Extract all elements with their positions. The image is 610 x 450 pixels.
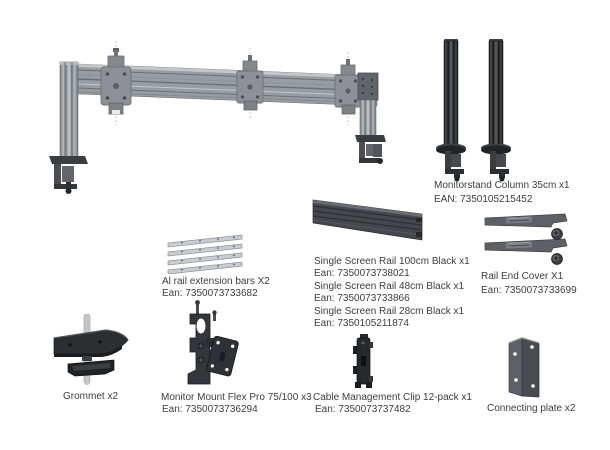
single-screen-rail-28-label: Single Screen Rail 28cm Black x1 xyxy=(314,306,465,317)
right-connector-plate xyxy=(357,72,379,101)
rail-end-cover-ean: Ean: 7350073733699 xyxy=(481,285,577,296)
single-screen-rail-100-label: Single Screen Rail 100cm Black x1 xyxy=(314,256,470,267)
monitor-mount-flex-image xyxy=(187,300,239,385)
cable-management-clip-image xyxy=(353,334,373,388)
single-screen-rail-48-ean: Ean: 7350073733866 xyxy=(314,293,410,304)
silver-bars xyxy=(167,234,243,274)
connecting-plate-label: Connecting plate x2 xyxy=(487,403,576,414)
monitorstand-column-ean: EAN: 7350105215452 xyxy=(434,194,533,205)
monitor-mount-flex-ean: Ean: 7350073736294 xyxy=(162,404,258,415)
right-desk-clamp xyxy=(355,135,386,164)
column-b xyxy=(481,39,511,182)
main-assembly-image xyxy=(49,41,386,194)
right-column xyxy=(359,99,377,137)
rail-end-cover-label: Rail End Cover X1 xyxy=(481,271,564,282)
cover-1 xyxy=(484,213,568,228)
al-rail-extension-ean: Ean: 7350073733682 xyxy=(162,288,258,299)
cable-clip-label: Cable Management Clip 12-pack x1 xyxy=(313,392,472,403)
screw-1 xyxy=(551,228,563,240)
screw-2 xyxy=(551,253,563,265)
vesa-mount-3 xyxy=(334,59,362,115)
grommet-image xyxy=(53,314,129,385)
column-a xyxy=(436,39,466,182)
single-screen-rail-28-ean: Ean: 7350105211874 xyxy=(314,318,409,329)
connecting-plate-image xyxy=(508,337,540,398)
vesa-mount-2 xyxy=(236,55,264,111)
rail-end-cover-image xyxy=(484,213,568,265)
al-rail-extension-bars-image xyxy=(167,234,243,274)
vesa-mount-1 xyxy=(100,48,132,115)
cover-2 xyxy=(484,238,568,253)
left-desk-clamp xyxy=(49,156,88,194)
single-screen-rail-100-ean: Ean: 7350073738021 xyxy=(314,268,410,279)
monitor-mount-flex-label: Monitor Mount Flex Pro 75/100 x3 xyxy=(161,392,312,403)
al-rail-extension-label: Al rail extension bars X2 xyxy=(162,276,270,287)
single-screen-rail-48-label: Single Screen Rail 48cm Black x1 xyxy=(314,281,465,292)
left-column xyxy=(59,61,79,161)
single-screen-rail-image xyxy=(312,199,423,241)
monitorstand-column-label: Monitorstand Column 35cm x1 xyxy=(434,180,570,191)
monitorstand-column-image xyxy=(436,39,511,182)
cable-clip-ean: Ean: 7350073737482 xyxy=(315,404,411,415)
vesa-plate xyxy=(206,335,239,377)
grommet-label: Grommet x2 xyxy=(63,391,119,402)
